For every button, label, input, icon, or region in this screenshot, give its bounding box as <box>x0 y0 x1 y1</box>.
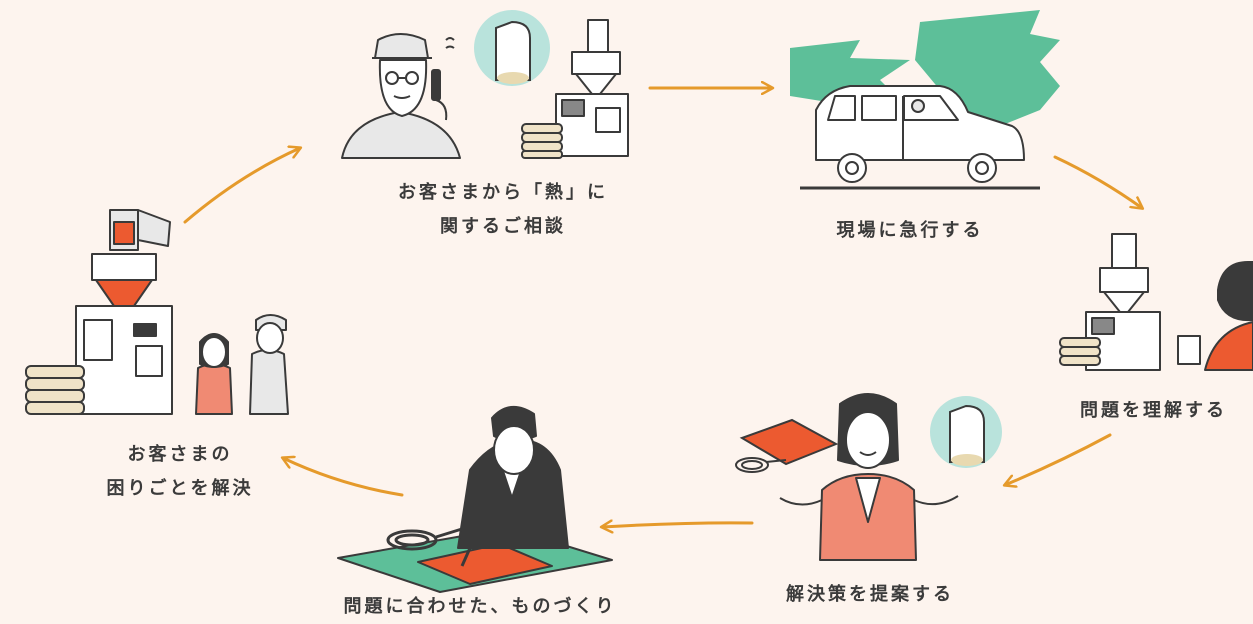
step-understand-label: 問題を理解する <box>1080 394 1253 428</box>
step-solve-label: お客さまの 困りごとを解決 <box>70 438 290 506</box>
step-rush-line1: 現場に急行する <box>836 220 984 241</box>
step-propose-label: 解決策を提案する <box>750 578 990 612</box>
step-solve-line1: お客さまの <box>127 444 233 465</box>
solved-machine-with-people-icon <box>25 209 289 415</box>
presenter-woman-icon <box>779 393 959 561</box>
step-rush-label: 現場に急行する <box>790 214 1030 248</box>
step-understand-line1: 問題を理解する <box>1080 400 1227 421</box>
arrow-rush-to-understand <box>1053 155 1142 208</box>
step-make-line1: 問題に合わせた、ものづくり <box>343 596 617 617</box>
clipboard-inspector-icon <box>1177 261 1253 371</box>
machine-with-bags-icon <box>521 19 629 159</box>
machine-with-bags-icon <box>1059 233 1161 371</box>
arrow-make-to-solve <box>283 458 404 497</box>
step-consult-line1: お客さまから「熱」に <box>398 182 608 203</box>
arrow-understand-to-propose <box>1005 433 1112 485</box>
craftsman-cutting-icon <box>337 406 613 593</box>
nozzle-closeup-icon <box>474 10 550 86</box>
van-on-road-icon <box>800 85 1040 190</box>
step-make-label: 問題に合わせた、ものづくり <box>320 590 640 624</box>
phone-call-worker-icon <box>341 33 461 159</box>
nozzle-closeup-icon <box>930 396 1002 468</box>
step-solve-line2: 困りごとを解決 <box>106 478 254 499</box>
step-propose-line1: 解決策を提案する <box>786 584 954 605</box>
step-consult-line2: 関するご相談 <box>440 216 566 237</box>
arrow-propose-to-make <box>602 523 754 527</box>
step-consult-label: お客さまから「熱」に 関するご相談 <box>373 176 633 244</box>
arrow-solve-to-consult <box>183 148 300 224</box>
heater-mat-icon <box>735 418 839 473</box>
